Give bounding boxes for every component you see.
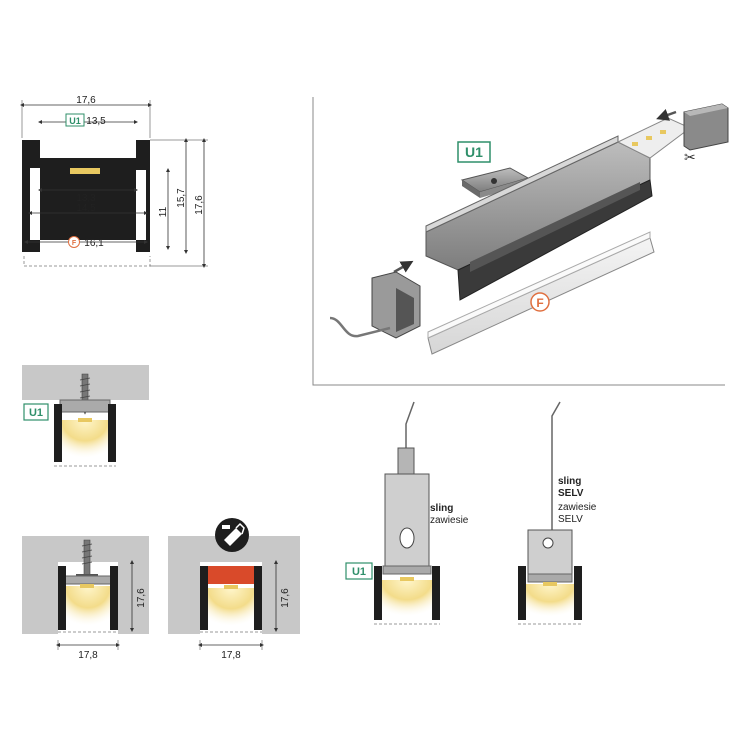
- mount-recessed-screw-drawing: 17,8 17,6: [22, 536, 149, 661]
- dim-height-inner: 11: [158, 206, 169, 217]
- sling-wire: [405, 401, 415, 450]
- arrow-icon: [393, 260, 414, 274]
- led-chip: [70, 168, 100, 174]
- f-badge: [68, 236, 80, 248]
- sling-selv-body: [527, 529, 573, 575]
- sling-body: [384, 473, 430, 567]
- clip-ceiling: [59, 399, 111, 413]
- dim-height-recessed-screw: 17,6: [136, 588, 147, 608]
- assembly-f-badge: [530, 292, 550, 312]
- dim-inner-bottom: 14,5: [76, 203, 96, 214]
- dim-height-total: 17,6: [194, 195, 205, 215]
- profile-recessed-screw: [58, 566, 118, 630]
- dim-width-recessed-screw: 17,8: [78, 650, 98, 661]
- sling-u1-label: U1: [352, 566, 366, 578]
- assembly-f-label: F: [536, 296, 543, 310]
- sling-u1-badge: [345, 562, 373, 580]
- sling-selv-wire: [551, 401, 561, 530]
- dim-width-u1: 13,5: [86, 116, 106, 127]
- sling-selv-label-2: SELV: [558, 488, 584, 499]
- light-beam: [382, 580, 432, 620]
- light-beam: [208, 588, 254, 630]
- u1-badge: [65, 113, 85, 127]
- dim-height-recessed-glue: 17,6: [280, 588, 291, 608]
- light-beam: [66, 586, 110, 630]
- mount-ceiling-drawing: U1: [22, 365, 149, 467]
- u1-badge-label: U1: [69, 116, 81, 126]
- light-beam: [526, 584, 574, 620]
- sling-selv-label-1: sling: [558, 476, 581, 487]
- sling-label-1: sling: [430, 503, 453, 514]
- sling-selv-label-4: SELV: [558, 514, 583, 525]
- ceiling-u1-badge: [23, 403, 49, 421]
- f-badge-label: F: [72, 240, 77, 247]
- light-beam: [62, 420, 108, 462]
- profile-ceiling: [54, 404, 116, 462]
- sling-selv-label-3: zawiesie: [558, 502, 597, 513]
- sling-selv-drawing: sling SELV zawiesie SELV: [518, 401, 597, 625]
- glue-tube-icon: [222, 522, 245, 546]
- assembly-u1-label: U1: [465, 144, 483, 160]
- assembly-u1-badge: [457, 141, 491, 163]
- arrow-icon: [656, 109, 677, 121]
- dim-width-total: 17,6: [76, 95, 96, 106]
- mount-recessed-glue-drawing: 17,8 17,6: [168, 518, 300, 661]
- scissors-icon: ✂: [684, 149, 696, 165]
- cross-section-drawing: 17,6 U1 13,5 13,3 14,5 F 16,1 11 15,7 17…: [20, 95, 208, 268]
- profile-sling-selv: [518, 566, 582, 620]
- dim-height-mid: 15,7: [176, 188, 187, 208]
- profile-recessed-glue: [200, 566, 262, 630]
- adhesive-layer: [204, 566, 260, 584]
- led-chips: [632, 130, 666, 146]
- diffuser-outline: [23, 256, 151, 267]
- dim-width-recessed-glue: 17,8: [221, 650, 241, 661]
- assembly-drawing: U1 ✂ F: [312, 97, 729, 386]
- dim-inner-top: 13,3: [76, 193, 96, 204]
- cable: [329, 316, 391, 338]
- profile-sling: [374, 566, 440, 620]
- assembly-frame: [312, 97, 725, 386]
- sling-drawing: sling zawiesie U1: [345, 401, 469, 625]
- sling-label-2: zawiesie: [430, 515, 469, 526]
- ceiling-u1-label: U1: [29, 407, 43, 419]
- dim-width-f: 16,1: [84, 238, 104, 249]
